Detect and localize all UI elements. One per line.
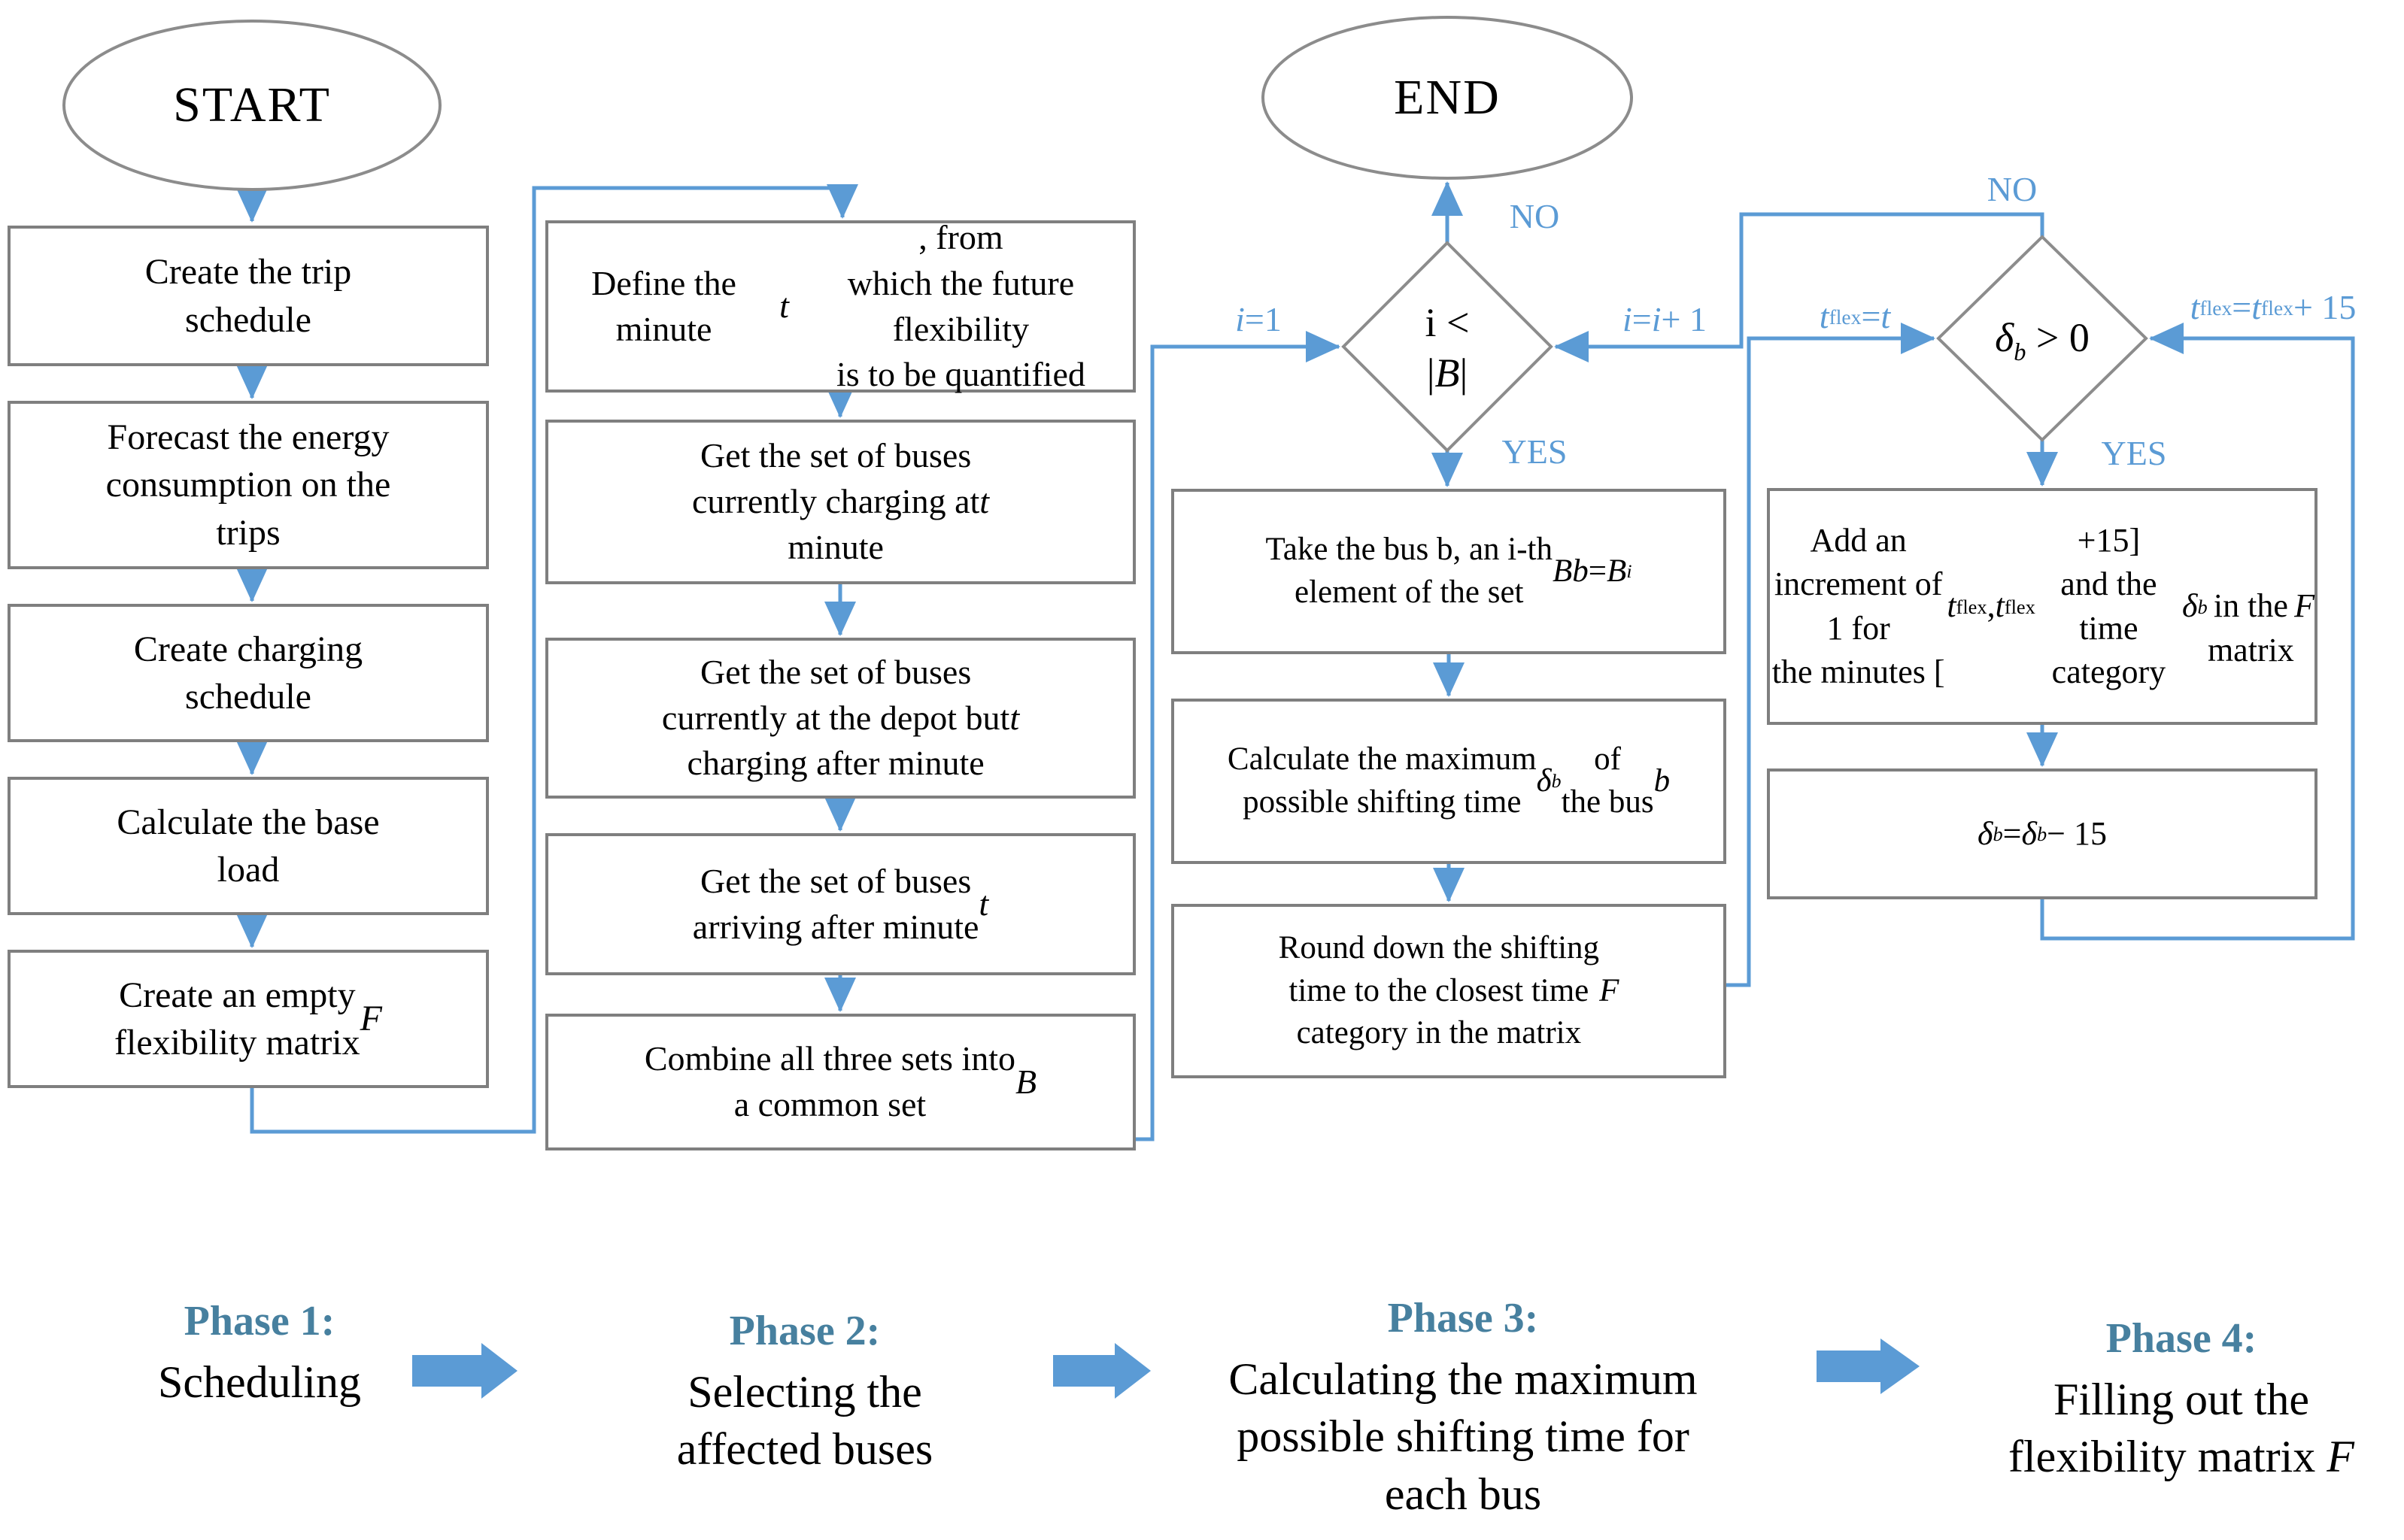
phase-3-title: Phase 3: (1387, 1295, 1539, 1341)
edge-delta-no-to-loop-check (1554, 212, 2044, 362)
phase-4-title: Phase 4: (2105, 1315, 2257, 1362)
delta-check-label: δb > 0 (1948, 307, 2136, 370)
delta-check-text: δb > 0 (1995, 315, 2090, 367)
label-delta-yes: YES (2101, 434, 2167, 473)
label-loop-yes: YES (1501, 432, 1568, 471)
end-ellipse (1261, 16, 1633, 180)
phase-2-title: Phase 2: (729, 1308, 881, 1354)
label-delta-no: NO (1987, 169, 2038, 208)
label-i-increment: i = i + 1 (1622, 300, 1707, 339)
phase-1-desc: Scheduling (158, 1357, 361, 1407)
edge-decrement-to-delta-check (2040, 323, 2355, 941)
loop-check-label: i < |B| (1372, 284, 1522, 412)
delta-check-diamond (1936, 235, 2148, 442)
loop-check-line2: |B| (1426, 350, 1468, 396)
label-i-init: i =1 (1235, 300, 1282, 339)
start-terminal-label: START (173, 77, 331, 132)
phase-arrow-1-icon (412, 1343, 518, 1399)
start-ellipse (62, 20, 442, 191)
edge-round-down-to-delta-check (1726, 323, 1935, 987)
label-loop-no: NO (1509, 196, 1560, 235)
loop-check-line1: i < (1425, 299, 1470, 345)
phase-1-block: Phase 1: Scheduling (71, 1295, 448, 1411)
edge-empty-matrix-to-define-minute (250, 184, 858, 1134)
phase-1-title: Phase 1: (184, 1298, 335, 1344)
end-terminal-label: END (1394, 70, 1501, 125)
edge-combine-to-loop-check (1136, 331, 1340, 1141)
phase-arrow-3-icon (1817, 1338, 1920, 1394)
phase-arrow-2-icon (1053, 1343, 1151, 1399)
loop-check-diamond (1341, 241, 1553, 453)
